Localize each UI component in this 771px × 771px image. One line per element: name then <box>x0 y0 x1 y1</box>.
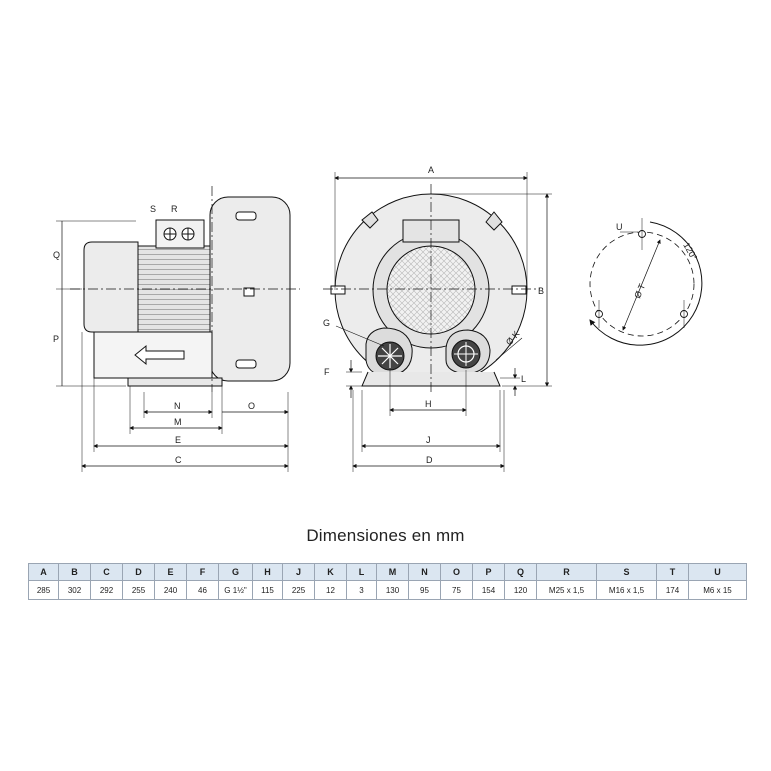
label-m: M <box>174 417 182 427</box>
table-cell: 115 <box>252 580 283 600</box>
table-cell: 120 <box>504 580 537 600</box>
inlet-port-icon <box>378 344 402 368</box>
column-header: E <box>154 563 187 581</box>
technical-drawing: S R Q P N O M E C <box>53 165 703 472</box>
label-u: U <box>616 222 623 232</box>
column-header: T <box>656 563 689 581</box>
table-cell: 255 <box>122 580 155 600</box>
flow-arrow-icon <box>134 344 185 366</box>
label-s: S <box>150 204 156 214</box>
label-b: B <box>538 286 544 296</box>
front-view <box>323 172 552 472</box>
label-t: Ø T <box>632 282 647 300</box>
column-header: P <box>472 563 505 581</box>
label-n: N <box>174 401 181 411</box>
column-header: C <box>90 563 123 581</box>
label-f: F <box>324 367 330 377</box>
column-header: L <box>346 563 377 581</box>
label-c: C <box>175 455 182 465</box>
column-header: J <box>282 563 315 581</box>
table-cell: M16 x 1,5 <box>596 580 657 600</box>
table-cell: 3 <box>346 580 377 600</box>
table-cell: 225 <box>282 580 315 600</box>
label-h: H <box>425 399 432 409</box>
table-cell: 292 <box>90 580 123 600</box>
table-cell: M6 x 15 <box>688 580 747 600</box>
column-header: O <box>440 563 473 581</box>
table-cell: 130 <box>376 580 409 600</box>
column-header: K <box>314 563 347 581</box>
label-q: Q <box>53 250 60 260</box>
side-view <box>56 186 300 472</box>
label-r: R <box>171 204 178 214</box>
label-o: O <box>248 401 255 411</box>
column-header: F <box>186 563 219 581</box>
column-header: G <box>218 563 253 581</box>
table-cell: 302 <box>58 580 91 600</box>
column-header: A <box>28 563 59 581</box>
label-p: P <box>53 334 59 344</box>
table-cell: 46 <box>186 580 219 600</box>
table-cell: 285 <box>28 580 59 600</box>
label-g: G <box>323 318 330 328</box>
column-header: S <box>596 563 657 581</box>
table-cell: 154 <box>472 580 505 600</box>
column-header: Q <box>504 563 537 581</box>
column-header: R <box>536 563 597 581</box>
table-cell: 75 <box>440 580 473 600</box>
table-cell: 12 <box>314 580 347 600</box>
table-cell: 95 <box>408 580 441 600</box>
label-d: D <box>426 455 433 465</box>
label-l: L <box>521 374 526 384</box>
column-header: U <box>688 563 747 581</box>
column-header: M <box>376 563 409 581</box>
column-header: D <box>122 563 155 581</box>
column-header: H <box>252 563 283 581</box>
column-header: B <box>58 563 91 581</box>
side-view-labels: S R Q P N O M E C <box>53 204 255 465</box>
table-cell: G 1½" <box>218 580 253 600</box>
label-j: J <box>426 435 431 445</box>
label-e: E <box>175 435 181 445</box>
table-cell: M25 x 1,5 <box>536 580 597 600</box>
table-cell: 174 <box>656 580 689 600</box>
flange-view <box>589 218 703 346</box>
column-header: N <box>408 563 441 581</box>
label-a: A <box>428 165 434 175</box>
table-cell: 240 <box>154 580 187 600</box>
table-title: Dimensiones en mm <box>306 526 465 545</box>
